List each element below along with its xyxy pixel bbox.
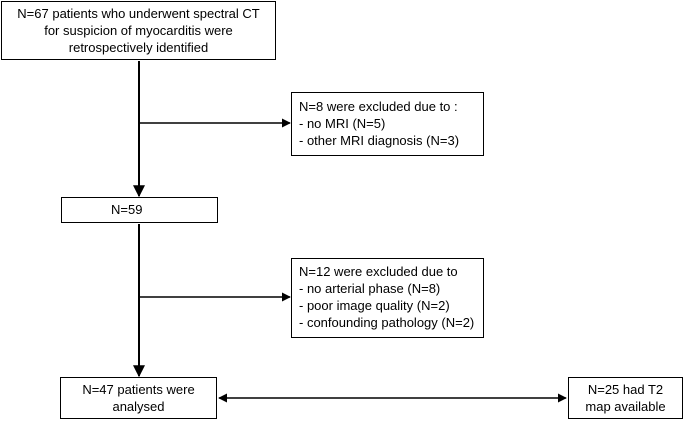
analysed-cohort-box: N=47 patients were analysed [60, 377, 217, 419]
analysed-cohort-line-1: N=47 patients were [82, 382, 195, 397]
start-cohort-line-2: for suspicion of myocarditis were [44, 23, 233, 38]
exclusion-2-line-3: - poor image quality (N=2) [299, 298, 450, 313]
exclusion-1-box: N=8 were excluded due to : - no MRI (N=5… [291, 92, 484, 156]
remaining-cohort-line-1: N=59 [111, 202, 143, 217]
exclusion-1-line-2: - no MRI (N=5) [299, 116, 386, 131]
t2-map-subset-box: N=25 had T2 map available [568, 377, 683, 419]
t2-map-subset-line-2: map available [585, 399, 666, 414]
exclusion-1-line-3: - other MRI diagnosis (N=3) [299, 133, 460, 148]
start-cohort-line-1: N=67 patients who underwent spectral CT [17, 6, 260, 21]
exclusion-2-box: N=12 were excluded due to - no arterial … [291, 258, 484, 338]
t2-map-subset-line-1: N=25 had T2 [587, 382, 664, 397]
remaining-cohort-box: N=59 [61, 197, 218, 223]
start-cohort-line-3: retrospectively identified [68, 40, 209, 55]
exclusion-2-line-4: - confounding pathology (N=2) [299, 315, 475, 330]
exclusion-2-line-2: - no arterial phase (N=8) [299, 281, 441, 296]
exclusion-1-line-1: N=8 were excluded due to : [299, 99, 458, 114]
analysed-cohort-line-2: analysed [112, 399, 165, 414]
start-cohort-box: N=67 patients who underwent spectral CT … [1, 1, 276, 60]
exclusion-2-line-1: N=12 were excluded due to [299, 264, 458, 279]
